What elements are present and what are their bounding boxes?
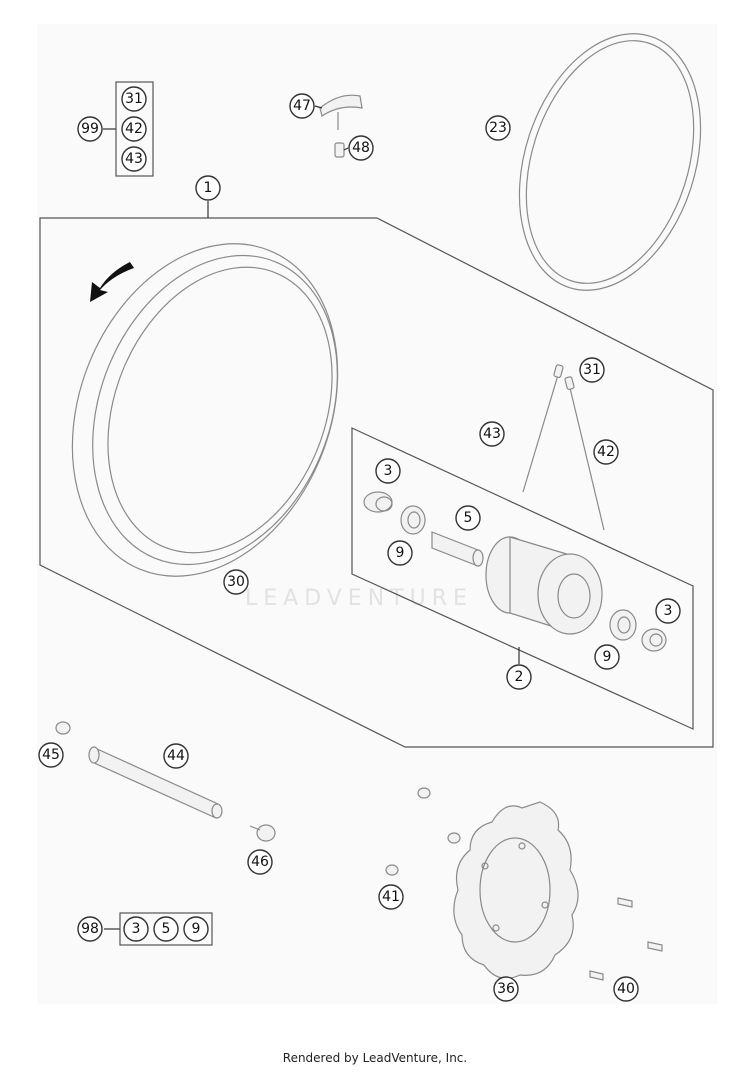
callout-40-label: 40	[617, 981, 635, 997]
callout-45[interactable]: 45	[38, 742, 64, 768]
leader-lines	[103, 105, 520, 930]
callout-99[interactable]: 99	[77, 116, 103, 142]
callout-42-kit[interactable]: 42	[121, 116, 147, 142]
brake-disc-part	[453, 801, 579, 979]
callout-9-left-label: 9	[396, 545, 405, 561]
drawing-area	[37, 24, 717, 1004]
callout-98-5-label: 5	[162, 921, 171, 937]
callout-42-label: 42	[597, 444, 615, 460]
bearing-right-part	[609, 609, 637, 641]
callout-31-label: 31	[583, 362, 601, 378]
callout-3-left[interactable]: 3	[375, 458, 401, 484]
callout-31-kit-label: 31	[125, 91, 143, 107]
callout-48-label: 48	[352, 140, 370, 156]
callout-40[interactable]: 40	[613, 976, 639, 1002]
callout-99-label: 99	[81, 121, 99, 137]
rim-part	[71, 243, 339, 577]
callout-47[interactable]: 47	[289, 93, 315, 119]
bearing-left-part	[400, 505, 426, 535]
kit-98-box	[119, 912, 213, 946]
callout-3-left-label: 3	[384, 463, 393, 479]
rotation-arrow-icon	[90, 262, 134, 302]
callout-98-3[interactable]: 3	[123, 916, 149, 942]
callout-41[interactable]: 41	[378, 884, 404, 910]
callout-46[interactable]: 46	[247, 849, 273, 875]
callout-44[interactable]: 44	[163, 743, 189, 769]
spokes-part	[522, 364, 605, 531]
callout-36[interactable]: 36	[493, 976, 519, 1002]
disc-nuts-part	[385, 787, 461, 876]
callout-43-label: 43	[483, 426, 501, 442]
axle-part	[88, 746, 223, 819]
valve-nut-part	[334, 142, 345, 158]
callout-23[interactable]: 23	[485, 115, 511, 141]
callout-48[interactable]: 48	[348, 135, 374, 161]
callout-36-label: 36	[497, 981, 515, 997]
callout-9-right-label: 9	[603, 649, 612, 665]
axle-bolt-part	[249, 824, 276, 842]
watermark-text: LEADVENTURE	[245, 586, 473, 611]
callout-2[interactable]: 2	[506, 664, 532, 690]
callout-9-right[interactable]: 9	[594, 644, 620, 670]
disc-bolts-part	[589, 897, 663, 981]
callout-30-label: 30	[227, 574, 245, 590]
callout-98-5[interactable]: 5	[153, 916, 179, 942]
callout-9-left[interactable]: 9	[387, 540, 413, 566]
callout-98[interactable]: 98	[77, 916, 103, 942]
callout-5-label: 5	[464, 510, 473, 526]
callout-31-kit[interactable]: 31	[121, 86, 147, 112]
callout-46-label: 46	[251, 854, 269, 870]
valve-cap-part	[319, 94, 363, 130]
callout-43-kit[interactable]: 43	[121, 146, 147, 172]
callout-30[interactable]: 30	[223, 569, 249, 595]
hub-part	[485, 536, 603, 635]
footer-credit: Rendered by LeadVenture, Inc.	[283, 1051, 467, 1065]
callout-43[interactable]: 43	[479, 421, 505, 447]
spacer-right-part	[641, 628, 667, 652]
callout-1-label: 1	[204, 180, 213, 196]
spacer-left-part	[363, 491, 393, 513]
callout-44-label: 44	[167, 748, 185, 764]
callout-42[interactable]: 42	[593, 439, 619, 465]
callout-45-label: 45	[42, 747, 60, 763]
axle-nut-part	[55, 721, 71, 735]
callout-98-3-label: 3	[132, 921, 141, 937]
callout-3-right-label: 3	[664, 603, 673, 619]
callout-43-kit-label: 43	[125, 151, 143, 167]
callout-3-right[interactable]: 3	[655, 598, 681, 624]
hub-assembly-frame	[351, 427, 694, 730]
callout-41-label: 41	[382, 889, 400, 905]
callout-31[interactable]: 31	[579, 357, 605, 383]
tire-part	[518, 33, 702, 291]
kit-99-box	[115, 81, 154, 177]
callout-5[interactable]: 5	[455, 505, 481, 531]
callout-2-label: 2	[515, 669, 524, 685]
callout-98-9-label: 9	[192, 921, 201, 937]
callout-98-9[interactable]: 9	[183, 916, 209, 942]
distance-sleeve-part	[431, 531, 484, 567]
wheel-assembly-frame	[39, 217, 714, 748]
callout-1[interactable]: 1	[195, 175, 221, 201]
callout-98-label: 98	[81, 921, 99, 937]
callout-47-label: 47	[293, 98, 311, 114]
callout-23-label: 23	[489, 120, 507, 136]
callout-42-kit-label: 42	[125, 121, 143, 137]
